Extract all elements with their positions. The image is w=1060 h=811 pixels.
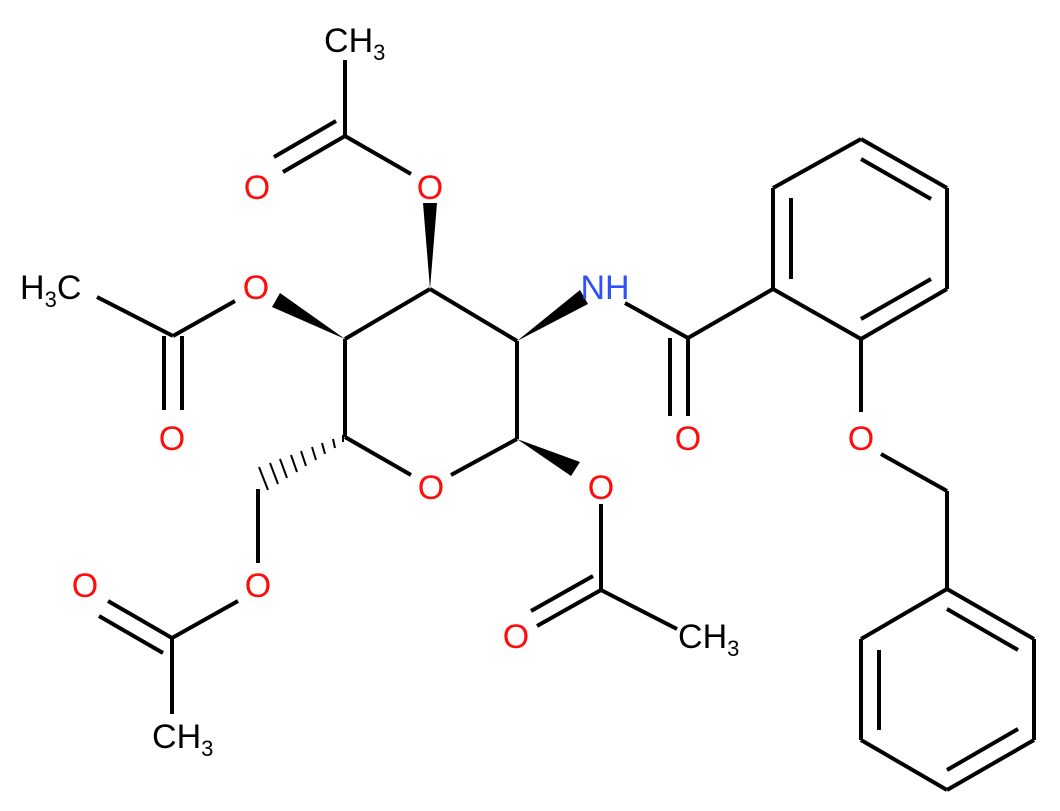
bond-o6-ac-c: [171, 599, 239, 640]
bond-c2-c3: [428, 287, 519, 343]
bond-ph-a: [946, 587, 1035, 641]
bond-o4-ac-c: [172, 299, 236, 338]
bond-ph-d: [859, 738, 949, 792]
wedge-c1-o1: [517, 439, 580, 476]
bond-c3-c4: [343, 287, 432, 341]
atom-ch3-c4: H3C: [20, 269, 81, 312]
bond-ph-c-inner: [945, 727, 1020, 772]
bond-ar1-c: [860, 137, 948, 190]
atom-o-c4-carbonyl: O: [159, 420, 185, 458]
atom-o-c6-carbonyl: O: [72, 567, 98, 605]
bond-ph-c: [946, 738, 1035, 792]
bond-c5-o-ring: [344, 435, 412, 477]
bond-nh-camide: [624, 301, 689, 340]
bond-ac1-co-a: [536, 588, 602, 628]
bonds: [96, 60, 1036, 792]
bond-ac4-ch3: [96, 295, 174, 338]
atom-o-ring: O: [418, 469, 444, 507]
bond-ac3-co-b: [272, 119, 338, 159]
atom-labels: O O O CH3 NH O O O O CH3 O O H3C O O CH3: [20, 22, 874, 761]
bond-ac1-ch3: [600, 588, 678, 631]
bond-camide-aryl: [687, 287, 774, 340]
bond-ar1-f: [772, 287, 862, 341]
wedge-c3-o3: [423, 203, 437, 289]
bond-ac6-co-a: [106, 599, 174, 640]
atom-nh: NH: [580, 269, 629, 307]
bond-ac6-co-b: [97, 614, 165, 655]
bond-ph-a-inner: [945, 607, 1020, 652]
bond-o3-ac-c: [344, 134, 412, 176]
atom-o-c1-carbonyl: O: [503, 618, 529, 656]
wedge-c2-nh: [517, 290, 588, 341]
atom-ch3-c1: CH3: [678, 618, 739, 661]
atom-o-c6: O: [245, 567, 271, 605]
bond-ac3-co-a: [281, 134, 347, 174]
wedge-c4-o4: [272, 293, 345, 339]
bond-o-ch2: [880, 452, 948, 493]
atom-o-amide: O: [675, 420, 701, 458]
atom-o-c3-carbonyl: O: [244, 169, 270, 207]
atom-o-c3: O: [417, 169, 443, 207]
hash-bond-c5-c6: [258, 435, 344, 491]
bond-ac1-co-b: [530, 574, 594, 613]
bond-ar1-e: [859, 287, 949, 341]
bond-ar1-c-inner: [860, 157, 932, 201]
bond-ar1-b: [772, 137, 862, 190]
bond-ph-f: [859, 587, 949, 641]
wedge-bonds: [272, 203, 588, 476]
atom-ch3-c3: CH3: [324, 22, 385, 65]
atom-o-benzyl: O: [848, 420, 874, 458]
atom-o-c4: O: [243, 269, 269, 307]
atom-o-c1: O: [588, 469, 614, 507]
bond-ar1-e-inner: [860, 277, 932, 321]
atom-ch3-c6: CH3: [152, 718, 213, 761]
bond-o-ring-c1: [450, 437, 518, 477]
